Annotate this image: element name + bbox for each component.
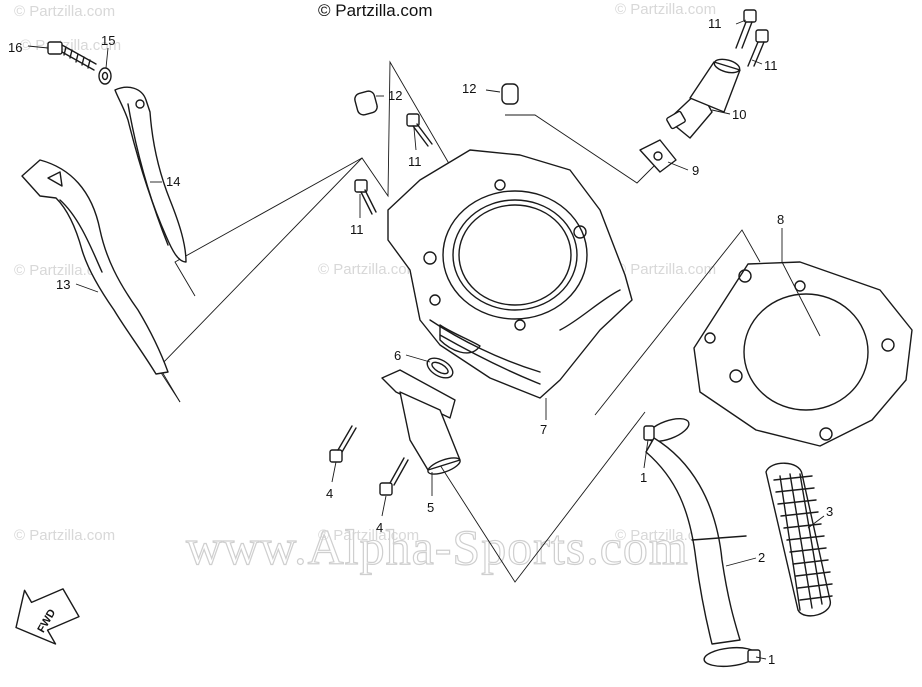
part-15-washer xyxy=(98,67,112,85)
part-12-dowel-right xyxy=(501,83,519,105)
callout-16: 16 xyxy=(8,40,22,55)
watermark-small-8: © Partzilla.com xyxy=(318,527,419,544)
part-10-cam-chain-tensioner xyxy=(666,58,741,139)
part-8-cylinder-gasket xyxy=(693,261,913,447)
part-11-bolt-d xyxy=(747,29,769,67)
watermark-large: www.Alpha-Sports.com xyxy=(186,519,689,575)
callout-11-c: 11 xyxy=(708,16,722,31)
part-11-bolt-b xyxy=(354,179,377,215)
callout-11-d: 11 xyxy=(764,58,778,73)
callout-8: 8 xyxy=(777,212,784,227)
part-4-bolt-a xyxy=(329,425,357,463)
part-12-dowel-left xyxy=(354,90,378,116)
callout-4-a: 4 xyxy=(326,486,333,501)
callout-14: 14 xyxy=(166,174,180,189)
part-4-bolt-b xyxy=(379,457,409,496)
callout-leaders xyxy=(27,19,825,660)
callout-9: 9 xyxy=(692,163,699,178)
callout-1-top: 1 xyxy=(640,470,647,485)
part-13-tensioner-arm xyxy=(21,159,169,375)
part-3-air-filter xyxy=(765,462,833,617)
watermark-small-3: © Partzilla.com xyxy=(615,1,716,18)
callout-4-b: 4 xyxy=(376,520,383,535)
callout-3: 3 xyxy=(826,504,833,519)
guide-left-upper xyxy=(174,157,363,297)
guide-top xyxy=(505,114,669,184)
watermark-small-2: © Partzilla.com xyxy=(20,37,121,54)
callout-7: 7 xyxy=(540,422,547,437)
fwd-arrow-shape xyxy=(15,588,80,645)
part-5-intake-pipe xyxy=(381,369,461,475)
part-1-clamp-top xyxy=(643,417,690,443)
part-2-hose xyxy=(645,437,741,645)
fwd-arrow: FWD xyxy=(15,588,80,645)
watermark-small-5: © Partzilla.com xyxy=(318,261,419,278)
part-11-bolt-a xyxy=(406,113,433,147)
watermark-small-6: © Partzilla.com xyxy=(615,261,716,278)
callout-2: 2 xyxy=(758,550,765,565)
watermark-small-7: © Partzilla.com xyxy=(14,527,115,544)
part-9-tensioner-gasket xyxy=(639,139,677,173)
copyright-text: © Partzilla.com xyxy=(318,1,433,20)
callout-12-right: 12 xyxy=(462,81,476,96)
callout-11-b: 11 xyxy=(350,222,364,237)
watermark-small-1: © Partzilla.com xyxy=(14,3,115,20)
part-7-cylinder xyxy=(387,149,633,399)
callout-15: 15 xyxy=(101,33,115,48)
callout-labels: 16 15 14 13 12 12 11 11 11 11 10 9 8 7 6… xyxy=(8,16,833,667)
part-11-bolt-c xyxy=(735,9,757,49)
watermark-layer: © Partzilla.com © Partzilla.com © Partzi… xyxy=(14,1,716,576)
callout-6: 6 xyxy=(394,348,401,363)
guide-right xyxy=(594,229,761,416)
part-6-o-ring xyxy=(426,357,454,379)
callout-1-bottom: 1 xyxy=(768,652,775,667)
callout-12-left: 12 xyxy=(388,88,402,103)
callout-13: 13 xyxy=(56,277,70,292)
callout-5: 5 xyxy=(427,500,434,515)
part-1-clamp-bottom xyxy=(703,646,761,668)
callout-11-a: 11 xyxy=(408,154,422,169)
part-16-bolt xyxy=(47,41,97,71)
callout-10: 10 xyxy=(732,107,746,122)
guide-bottom xyxy=(439,411,646,583)
